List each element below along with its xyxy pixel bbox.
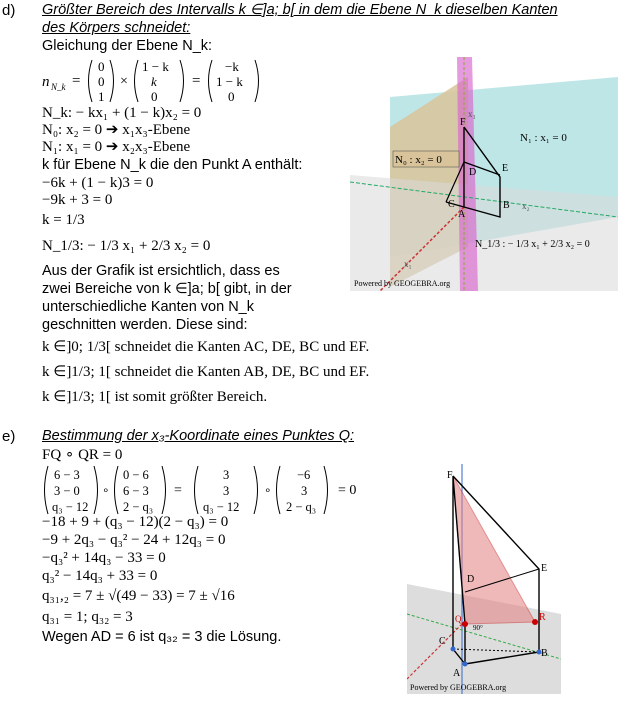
solid-edges [463, 126, 501, 218]
x2-axis-e [406, 613, 562, 660]
geogebra-credit-e: Powered by GEOGEBRA.org [410, 683, 506, 692]
e-step-3: −q₃² + 14q₃ − 33 = 0 [42, 550, 166, 566]
point-a: A [458, 209, 466, 220]
interval-result: k ∈]1/3; 1[ ist somit größter Bereich. [42, 389, 268, 405]
m3-c: q₃ − 12 [203, 500, 239, 514]
part-e-heading: Bestimmung der x₃-Koordinate eines Punkt… [42, 428, 355, 444]
interval-1: k ∈]0; 1/3[ schneidet die Kanten AC, DE,… [42, 339, 370, 355]
eq-step-1: −6k + (1 − k)3 = 0 [42, 175, 154, 191]
geogebra-graph-e: F D Q E R C A B 90° Powered by GEOGEBRA.… [406, 464, 562, 694]
v2-b: k [151, 74, 157, 89]
axis-x1-label: x₁ [404, 259, 412, 269]
svg-text:=: = [174, 483, 182, 498]
v1-c: 1 [98, 89, 105, 104]
point-c: C [448, 199, 455, 210]
part-d-label: d) [2, 2, 16, 19]
part-e-label: e) [2, 428, 16, 445]
n1-equation: N₁: x₁ = 0 ➔ x₂x₃-Ebene [42, 139, 191, 155]
plane-eq-label: Gleichung der Ebene N_k: [42, 38, 213, 54]
label-n1: N₁ : x₁ = 0 [520, 132, 567, 144]
label-n0: N₀ : x₂ = 0 [395, 154, 442, 166]
n-third-equation: N_1/3: − 1/3 x₁ + 2/3 x₂ = 0 [42, 238, 211, 254]
point-c-e: C [439, 636, 446, 647]
point-b: B [503, 200, 510, 211]
geogebra-credit-d: Powered by GEOGEBRA.org [354, 279, 450, 288]
part-d-heading: Größter Bereich des Intervalls k ∈]a; b[… [42, 2, 558, 18]
svg-text:=: = [192, 73, 200, 89]
m4-c: 2 − q₃ [286, 500, 316, 514]
point-r-e: R [539, 612, 546, 623]
label-n-third: N_1/3 : − 1/3 x₁ + 2/3 x₂ = 0 [475, 239, 590, 250]
point-q-dot [462, 621, 468, 627]
e-step-1: −18 + 9 + (q₃ − 12)(2 − q₃) = 0 [42, 514, 229, 530]
m1-a: 6 − 3 [54, 468, 80, 482]
point-d-e: D [467, 574, 474, 585]
interval-2: k ∈]1/3; 1[ schneidet die Kanten AB, DE,… [42, 364, 370, 380]
graph-text-3: unterschiedliche Kanten von N_k [42, 299, 254, 315]
geogebra-graph-d: N₁ : x₁ = 0 N₀ : x₂ = 0 N_1/3 : − 1/3 x₁… [349, 57, 619, 292]
n-lhs: n [42, 74, 50, 90]
m2-b: 6 − 3 [123, 484, 149, 498]
v2-c: 0 [151, 89, 158, 104]
dot-product-formula: 6 − 3 3 − 0 q₃ − 12 ∘ 0 − 6 6 − 3 2 − q₃… [42, 464, 372, 516]
n-sub: N_k [50, 82, 67, 92]
m2-c: 2 − q₃ [123, 500, 153, 514]
e-conclusion: Wegen AD = 6 ist q₃₂ = 3 die Lösung. [42, 629, 282, 645]
point-f-e: F [447, 470, 453, 481]
point-f: F [460, 117, 466, 128]
dot-product-condition: FQ ∘ QR = 0 [42, 447, 123, 463]
svg-text:=: = [72, 73, 80, 89]
v3-a: −k [225, 59, 239, 74]
solid-edges-e [452, 475, 540, 665]
plane-n-third [457, 57, 478, 291]
axis-x3-label: x₃ [468, 109, 476, 119]
m2-a: 0 − 6 [123, 468, 149, 482]
graph-text-4: geschnitten werden. Diese sind: [42, 317, 248, 333]
x2-axis [349, 181, 619, 218]
point-a-e: A [453, 668, 461, 679]
v3-b: 1 − k [216, 74, 243, 89]
svg-text:= 0: = 0 [338, 483, 356, 498]
angle-label: 90° [473, 624, 483, 632]
e-step-4: q₃² − 14q₃ + 33 = 0 [42, 568, 158, 584]
graph-text-2: zwei Bereiche von k ∈]a; b[ gibt, in der [42, 281, 292, 297]
e-step-5: q₃₁,₂ = 7 ± √(49 − 33) = 7 ± √16 [42, 588, 235, 604]
graph-e-svg: F D Q E R C A B 90° Powered by GEOGEBRA.… [406, 464, 562, 694]
ground-plane [350, 175, 618, 291]
v1-a: 0 [98, 59, 105, 74]
point-d: D [469, 167, 476, 178]
axis-x2-label: x₂ [522, 201, 530, 211]
nk-equation: N_k: − kx₁ + (1 − k)x₂ = 0 [42, 105, 202, 121]
m3-a: 3 [223, 468, 229, 482]
m4-b: 3 [301, 484, 307, 498]
normal-vector-formula: n N_k = 0 0 1 × 1 − k k 0 = −k 1 − k 0 [42, 56, 262, 106]
graph-d-svg: N₁ : x₁ = 0 N₀ : x₂ = 0 N_1/3 : − 1/3 x₁… [349, 57, 619, 292]
svg-text:∘: ∘ [102, 483, 110, 497]
svg-text:∘: ∘ [264, 483, 272, 497]
point-r-dot [532, 619, 538, 625]
part-d-heading-2: des Körpers schneidet: [42, 20, 191, 36]
point-e: E [502, 163, 508, 174]
point-e-e: E [541, 563, 547, 574]
point-b-e: B [541, 648, 548, 659]
e-step-2: −9 + 2q₃ − q₃² − 24 + 12q₃ = 0 [42, 532, 226, 548]
k-point-a-text: k für Ebene N_k die den Punkt A enthält: [42, 157, 303, 173]
m1-b: 3 − 0 [54, 484, 80, 498]
dot-product-svg: 6 − 3 3 − 0 q₃ − 12 ∘ 0 − 6 6 − 3 2 − q₃… [44, 465, 356, 515]
v2-a: 1 − k [142, 59, 169, 74]
svg-text:×: × [120, 74, 128, 89]
eq-step-2: −9k + 3 = 0 [42, 192, 113, 208]
v1-b: 0 [98, 74, 105, 89]
k-result: k = 1/3 [42, 212, 85, 228]
v3-c: 0 [228, 89, 235, 104]
graph-text-1: Aus der Grafik ist ersichtlich, dass es [42, 263, 280, 279]
m4-a: −6 [297, 468, 310, 482]
point-q-e: Q [455, 614, 462, 624]
e-step-6: q₃₁ = 1; q₃₂ = 3 [42, 609, 133, 625]
m3-b: 3 [223, 484, 229, 498]
m1-c: q₃ − 12 [52, 500, 88, 514]
n0-equation: N₀: x₂ = 0 ➔ x₁x₃-Ebene [42, 122, 191, 138]
normal-vector-svg: n N_k = 0 0 1 × 1 − k k 0 = −k 1 − k 0 [42, 59, 259, 104]
